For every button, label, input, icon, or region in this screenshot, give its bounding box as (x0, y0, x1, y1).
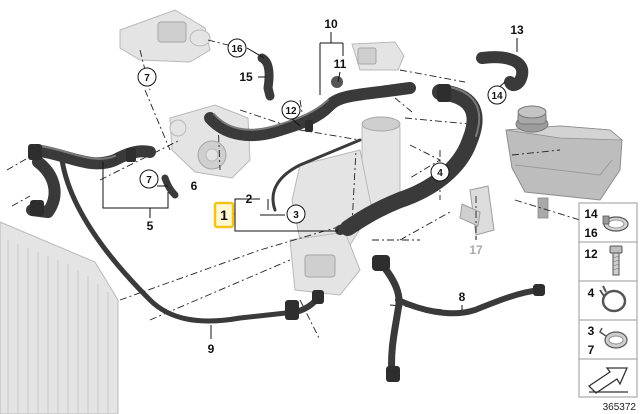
sensor-ghost (351, 41, 405, 71)
radiator-ghost (0, 221, 119, 414)
image-id: 365372 (603, 402, 637, 413)
hose-clamp-icon (602, 215, 629, 232)
part-label-7-left-circle: 7 (139, 169, 159, 189)
part-label-5: 5 (147, 219, 154, 233)
part-label-7-top: 7 (144, 73, 150, 84)
bracket-17 (459, 185, 495, 236)
hoses (26, 51, 545, 382)
legend-label-14: 14 (584, 207, 598, 221)
part-label-10: 10 (324, 17, 338, 31)
part-label-8: 8 (459, 290, 466, 304)
part-label-7-left: 7 (146, 175, 152, 186)
part-label-13: 13 (510, 23, 524, 37)
part-label-14-circle: 14 (487, 85, 507, 105)
bolt-icon (609, 245, 623, 276)
part-label-16: 16 (231, 44, 243, 55)
legend-label-7: 7 (588, 343, 595, 357)
part-label-4: 4 (437, 168, 443, 179)
direction-arrow-icon (587, 367, 628, 394)
legend-label-3: 3 (588, 324, 595, 338)
part-label-4-circle: 4 (430, 162, 450, 182)
part-label-2: 2 (246, 192, 253, 206)
part-label-11: 11 (334, 57, 347, 71)
water-pump-ghost (169, 104, 251, 179)
clip-clamp-icon (599, 327, 628, 349)
part-label-12: 12 (285, 106, 297, 117)
part-label-1-highlight[interactable]: 1 (213, 201, 235, 229)
legend-label-16: 16 (584, 226, 598, 240)
part-label-14: 14 (491, 91, 503, 102)
part-label-12-circle: 12 (281, 100, 301, 120)
spring-clamp-icon (599, 285, 627, 313)
thermostat-housing-ghost (119, 9, 211, 63)
part-label-6: 6 (191, 179, 198, 193)
part-label-3: 3 (293, 210, 299, 221)
hardware-legend: 14 16 12 4 3 7 (578, 202, 638, 413)
part-label-16-circle: 16 (227, 38, 247, 58)
part-label-9: 9 (208, 342, 215, 356)
part-label-7-top-circle: 7 (137, 67, 157, 87)
part-label-3-circle: 3 (286, 204, 306, 224)
legend-label-12: 12 (584, 247, 598, 261)
part-label-17: 17 (469, 243, 483, 257)
part-label-1: 1 (220, 207, 228, 223)
part-label-15: 15 (239, 70, 253, 84)
legend-label-4: 4 (588, 286, 595, 300)
expansion-tank (505, 105, 624, 219)
part-labels: 10 11 13 15 6 5 2 8 9 17 16 7 12 14 7 (137, 17, 524, 356)
